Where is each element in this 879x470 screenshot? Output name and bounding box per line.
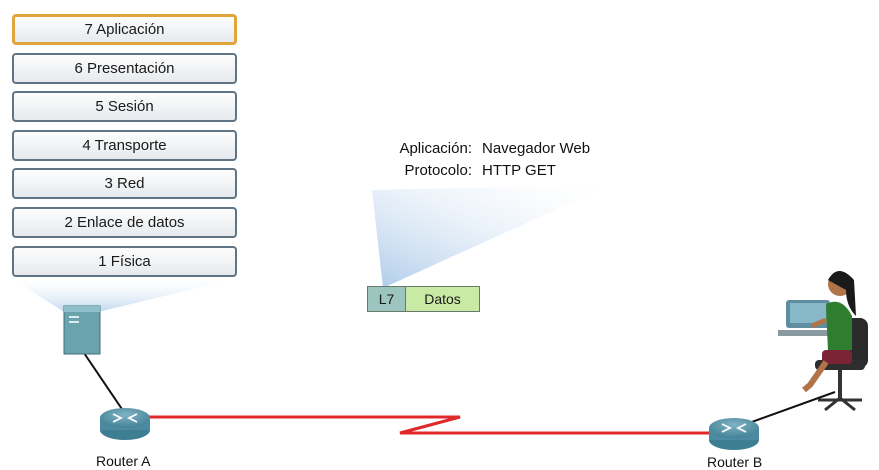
layer-7-button[interactable]: 7 Aplicación (12, 14, 237, 45)
layer-2-button[interactable]: 2 Enlace de datos (12, 207, 237, 238)
server-beam (12, 278, 238, 312)
router-a-icon (100, 408, 150, 440)
layer-5-button[interactable]: 5 Sesión (12, 91, 237, 122)
router-a-label: Router A (96, 453, 151, 469)
application-key: Aplicación: (399, 140, 472, 157)
protocol-key: Protocolo: (404, 162, 472, 179)
protocol-row: Protocolo: HTTP GET (362, 162, 622, 182)
router-b-label: Router B (707, 454, 763, 470)
layer-3-button[interactable]: 3 Red (12, 168, 237, 199)
layer-6-button[interactable]: 6 Presentación (12, 53, 237, 84)
pdu-data: Datos (406, 287, 479, 311)
layer-1-button[interactable]: 1 Física (12, 246, 237, 277)
server-icon (63, 305, 101, 355)
wan-link (140, 415, 720, 435)
layer-4-button[interactable]: 4 Transporte (12, 130, 237, 161)
application-row: Aplicación: Navegador Web (362, 140, 622, 160)
pdu-header: L7 (368, 287, 406, 311)
router-b-icon (709, 418, 759, 450)
pdu-block: L7 Datos (367, 286, 480, 312)
router-b-pc-cable (737, 391, 836, 428)
server-router-a-cable (83, 352, 129, 419)
protocol-value: HTTP GET (482, 162, 556, 179)
application-value: Navegador Web (482, 140, 591, 157)
info-beam (372, 185, 610, 288)
user-at-pc-icon (778, 271, 868, 412)
